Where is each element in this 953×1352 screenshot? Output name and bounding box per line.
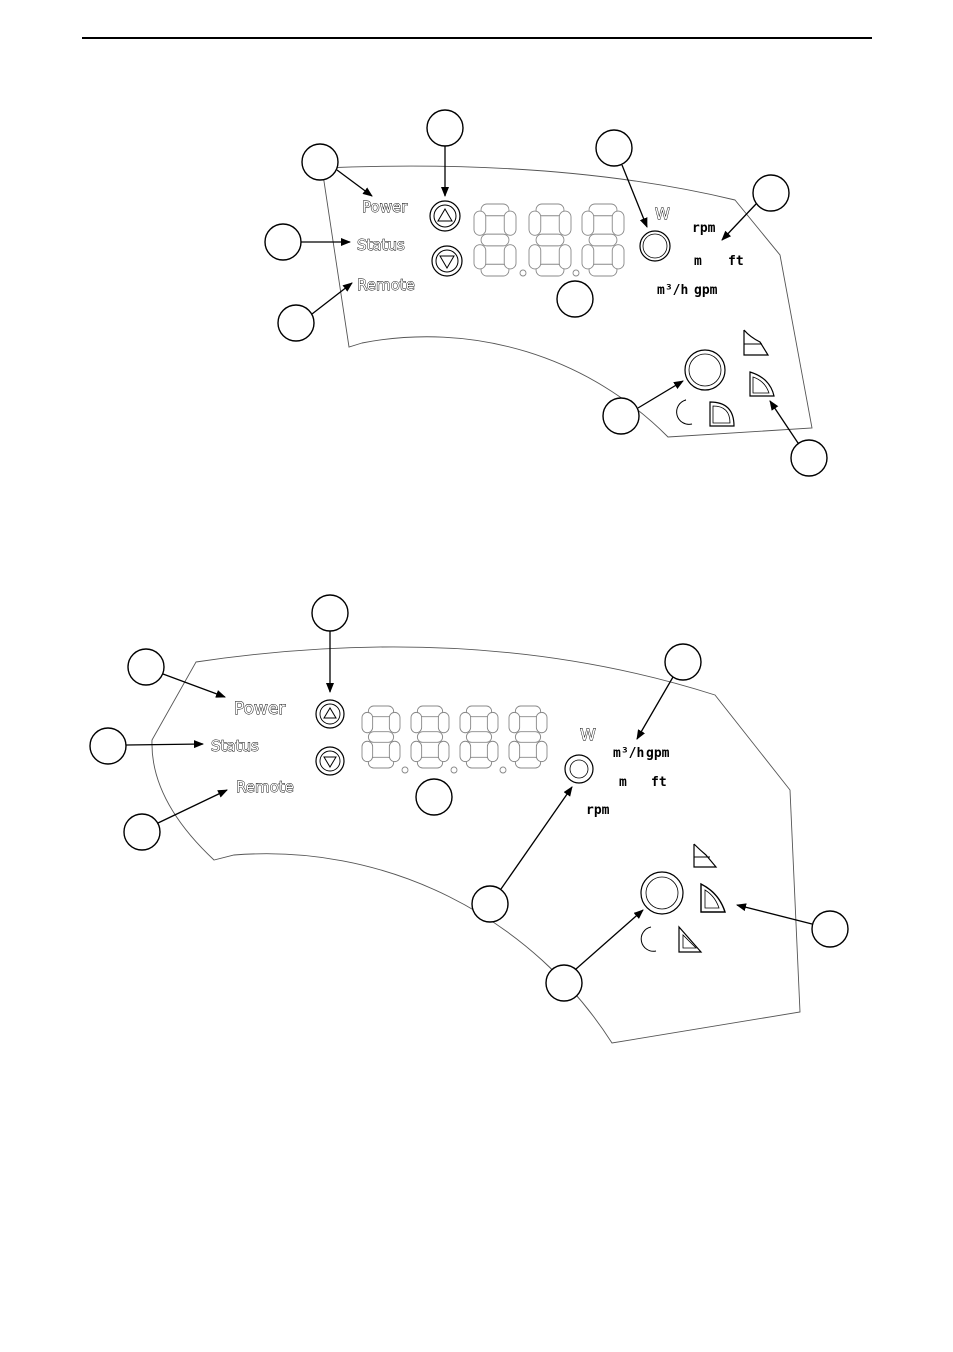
display-segment (474, 245, 486, 269)
display-segment (515, 732, 540, 743)
panel-b: Power Status Remote W m³/h gpm m ft rpm (90, 595, 848, 1043)
display-segment (411, 741, 422, 761)
panel-b-callout-1 (312, 595, 348, 631)
panel-b-callout-8 (546, 965, 582, 1001)
panel-b-up-button[interactable] (316, 700, 344, 728)
constant-pressure-curve-icon (750, 372, 774, 396)
panel-a: Power Status Remote W rpm m ft m³/h gpm (265, 110, 827, 476)
panel-a-unit-button[interactable] (640, 231, 670, 261)
panel-a-callout-1 (427, 110, 463, 146)
display-segment (389, 741, 400, 761)
display-segment (582, 245, 594, 269)
panel-a-m-unit: m (694, 254, 702, 269)
panel-b-callout-3 (90, 728, 126, 764)
panel-a-callout-2 (302, 144, 338, 180)
panel-a-callout-8 (603, 398, 639, 434)
display-segment (559, 211, 571, 235)
display-segment (460, 741, 471, 761)
display-segment (362, 741, 373, 761)
panel-a-callout-3 (265, 224, 301, 260)
constant-curve-icon (694, 844, 716, 867)
panel-b-ft-unit: ft (651, 775, 667, 790)
panel-a-rpm-unit: rpm (692, 221, 716, 236)
display-decimal-point (500, 767, 506, 773)
panel-b-callout-9 (812, 911, 848, 947)
panel-a-segment-display (474, 204, 624, 276)
display-decimal-point (402, 767, 408, 773)
display-decimal-point (573, 270, 579, 276)
display-segment (460, 712, 471, 732)
display-segment (487, 741, 498, 761)
panel-a-callout-9 (791, 440, 827, 476)
display-segment (509, 712, 520, 732)
panel-a-up-button[interactable] (430, 201, 460, 231)
panel-b-m3h-unit: m³/h (613, 746, 644, 761)
display-segment (368, 732, 393, 743)
display-segment (559, 245, 571, 269)
proportional-pressure-curve-icon (679, 927, 701, 952)
proportional-pressure-curve-icon (710, 402, 734, 426)
panel-b-callout-4 (124, 814, 160, 850)
panel-a-gpm-unit: gpm (694, 283, 718, 298)
display-segment (466, 732, 491, 743)
display-segment (389, 712, 400, 732)
display-segment (417, 732, 442, 743)
display-segment (504, 245, 516, 269)
panel-a-remote-label: Remote (357, 276, 415, 294)
panel-b-unit-button[interactable] (565, 755, 593, 783)
panel-b-callout-5 (665, 644, 701, 680)
panel-b-m-unit: m (619, 775, 627, 790)
panel-b-power-label: Power (234, 699, 285, 719)
constant-pressure-curve-icon (701, 884, 725, 912)
panel-b-segment-display (362, 706, 547, 773)
display-segment (438, 741, 449, 761)
display-segment (504, 211, 516, 235)
panel-a-mode-button[interactable] (685, 350, 725, 390)
panel-a-m3h-unit: m³/h (657, 283, 688, 298)
panel-a-down-button[interactable] (432, 246, 462, 276)
display-segment (529, 211, 541, 235)
panel-a-watt-label: W (655, 205, 670, 223)
panel-a-ft-unit: ft (728, 254, 744, 269)
display-decimal-point (520, 270, 526, 276)
night-mode-moon-icon (677, 400, 692, 424)
display-segment (474, 211, 486, 235)
display-segment (481, 234, 509, 246)
panel-a-status-label: Status (357, 236, 405, 254)
panel-b-watt-label: W (580, 725, 596, 744)
display-segment (509, 741, 520, 761)
display-segment (536, 712, 547, 732)
panel-b-mode-button[interactable] (641, 872, 683, 914)
display-segment (529, 245, 541, 269)
panel-b-down-button[interactable] (316, 747, 344, 775)
display-segment (536, 234, 564, 246)
panel-a-callout-6 (753, 175, 789, 211)
display-segment (362, 712, 373, 732)
panel-b-gpm-unit: gpm (646, 746, 670, 761)
display-segment (612, 211, 624, 235)
panel-a-callout-7 (557, 281, 593, 317)
panel-b-callout-2 (128, 649, 164, 685)
display-segment (536, 741, 547, 761)
display-segment (589, 234, 617, 246)
panel-b-callout-6 (416, 779, 452, 815)
panel-a-power-label: Power (362, 198, 408, 216)
display-segment (612, 245, 624, 269)
display-segment (438, 712, 449, 732)
panel-b-callout-7 (472, 886, 508, 922)
night-mode-moon-icon (641, 927, 656, 951)
panel-b-status-label: Status (211, 737, 259, 755)
display-segment (582, 211, 594, 235)
display-segment (487, 712, 498, 732)
panel-a-callout-4 (278, 305, 314, 341)
panel-b-rpm-unit: rpm (586, 803, 610, 818)
display-decimal-point (451, 767, 457, 773)
panel-a-callout-5 (596, 130, 632, 166)
panel-b-remote-label: Remote (236, 778, 294, 796)
constant-curve-icon (744, 330, 768, 355)
display-segment (411, 712, 422, 732)
